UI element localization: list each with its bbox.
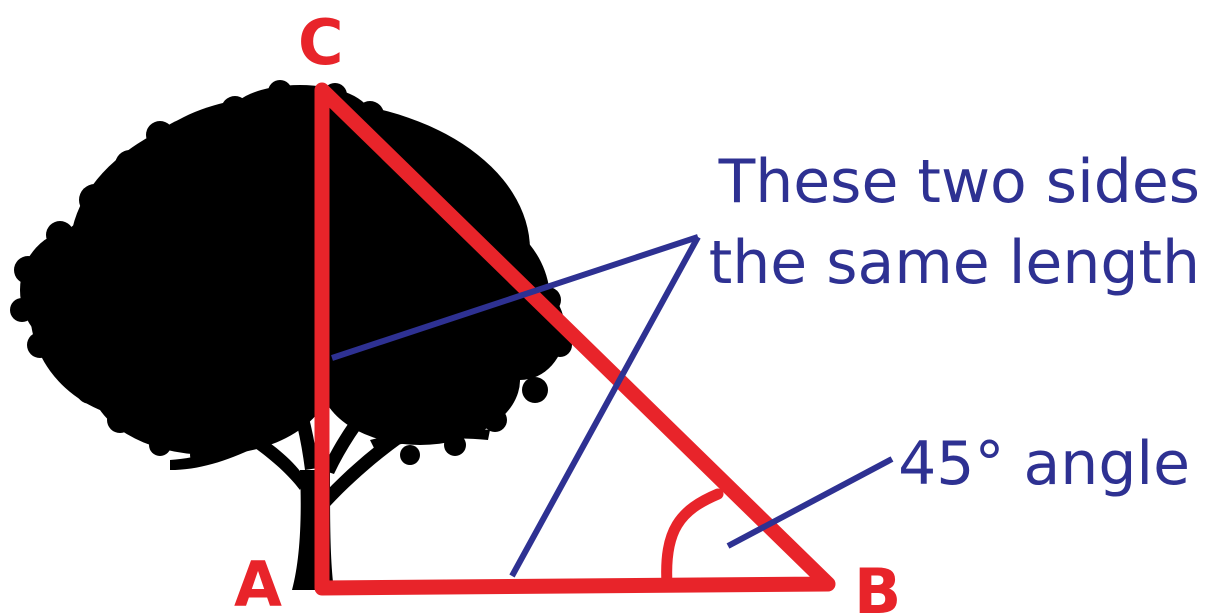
annotation-angle: 45° angle [898, 429, 1190, 499]
angle-arc-b [661, 488, 724, 590]
vertex-label-c: C [298, 6, 344, 79]
vertex-label-a: A [234, 548, 282, 613]
pointer-to-side-ac [331, 234, 699, 361]
triangle [314, 82, 836, 596]
triangle-outline [314, 82, 836, 596]
tree-silhouette-icon [10, 80, 572, 590]
pointer-to-angle-b [726, 456, 894, 549]
vertex-label-b: B [854, 555, 901, 613]
pointer-to-side-ab [509, 235, 701, 578]
annotation-sides-line1: These two sides [718, 147, 1200, 217]
annotation-sides-line2: the same length [709, 228, 1200, 298]
annotation-lines [331, 234, 894, 578]
